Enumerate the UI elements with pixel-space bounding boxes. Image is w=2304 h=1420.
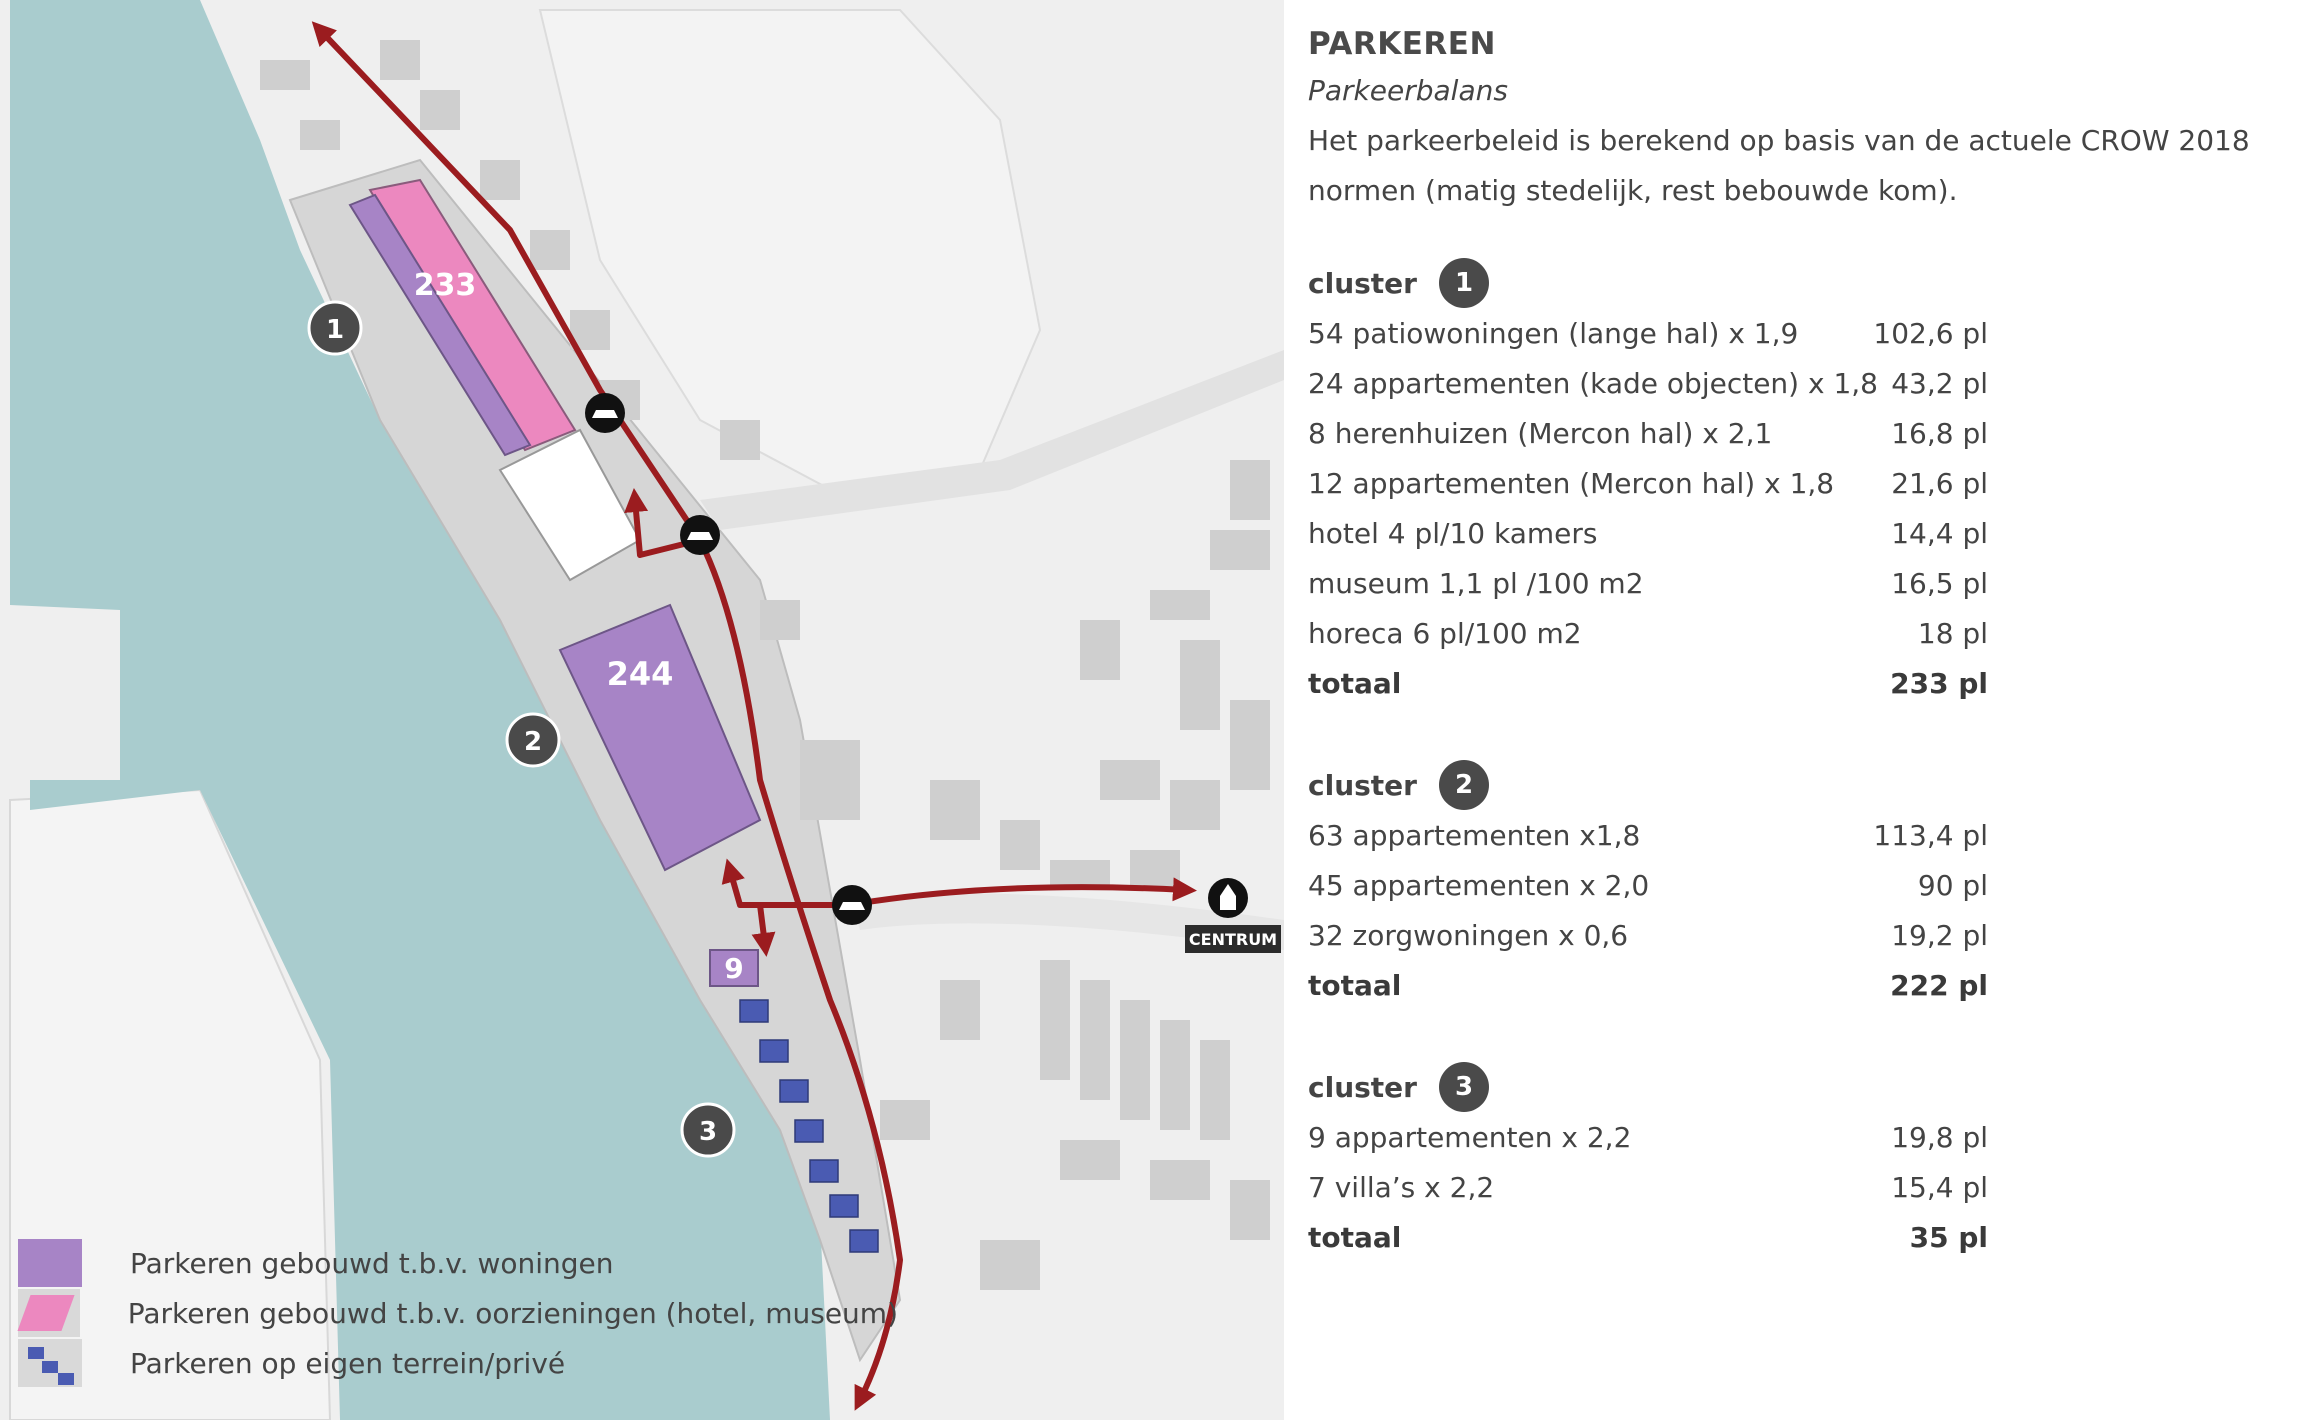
road-east [850, 893, 1284, 950]
legend-item-housing: Parkeren gebouwd t.b.v. woningen [18, 1238, 898, 1288]
row-value: 90 pl [1917, 868, 1988, 902]
row-description: 9 appartementen x 2,2 [1308, 1120, 1632, 1154]
centrum-label-box [1185, 925, 1281, 953]
row-value: 21,6 pl [1891, 466, 1988, 500]
legend-label: Parkeren gebouwd t.b.v. woningen [130, 1246, 614, 1280]
private-parking-blocks [739, 999, 879, 1253]
centrum-label: CENTRUM [1189, 930, 1277, 949]
cluster-heading: cluster 2 [1308, 760, 2268, 810]
parking-row: 8 herenhuizen (Mercon hal) x 2,1 16,8 pl [1308, 408, 2268, 458]
row-description: horeca 6 pl/100 m2 [1308, 616, 1582, 650]
legend-label: Parkeren op eigen terrein/privé [130, 1346, 566, 1380]
intro-text: Het parkeerbeleid is berekend op basis v… [1308, 124, 2250, 207]
row-description: 54 patiowoningen (lange hal) x 1,9 [1308, 316, 1799, 350]
city-blocks [260, 40, 1270, 1290]
cluster-section-2: cluster 2 63 appartementen x1,8 113,4 pl 45 … [1308, 760, 2268, 1010]
cluster-label: cluster [1308, 768, 1417, 802]
parking-panel: PARKEREN Parkeerbalans Het parkeerbeleid… [1308, 22, 2268, 1262]
total-label: totaal [1308, 968, 1402, 1002]
legend-label: Parkeren gebouwd t.b.v. oorzieningen (ho… [127, 1296, 898, 1330]
total-value: 222 pl [1890, 968, 1988, 1002]
cluster-number-badge: 1 [1438, 258, 1489, 308]
parking-row: 12 appartementen (Mercon hal) x 1,8 21,6 … [1308, 458, 2268, 508]
row-description: 8 herenhuizen (Mercon hal) x 2,1 [1308, 416, 1773, 450]
parking-row: museum 1,1 pl /100 m2 16,5 pl [1308, 558, 2268, 608]
row-value: 16,8 pl [1891, 416, 1988, 450]
total-label: totaal [1308, 666, 1402, 700]
total-row: totaal 233 pl [1308, 658, 2268, 708]
page-subtitle: Parkeerbalans [1308, 74, 1508, 107]
parking-row: 63 appartementen x1,8 113,4 pl [1308, 810, 2268, 860]
car-icon [680, 515, 720, 555]
water [10, 0, 830, 1420]
site-map: 233 244 9 CENTRUM 1 [0, 0, 1284, 1420]
row-description: museum 1,1 pl /100 m2 [1308, 566, 1644, 600]
svg-text:2: 2 [524, 727, 542, 757]
creek [700, 350, 1284, 530]
garage-3 [709, 949, 759, 987]
parking-row: 7 villa’s x 2,2 15,4 pl [1308, 1162, 2268, 1212]
parking-row: 45 appartementen x 2,0 90 pl [1308, 860, 2268, 910]
total-row: totaal 222 pl [1308, 960, 2268, 1010]
row-description: 63 appartementen x1,8 [1308, 818, 1641, 852]
svg-text:1: 1 [326, 315, 344, 345]
cluster-number-badge: 2 [1438, 760, 1489, 810]
cluster-badge-2: 2 [505, 712, 561, 768]
pink-swatch-icon [17, 1289, 80, 1337]
parking-row: 24 appartementen (kade objecten) x 1,8 43… [1308, 358, 2268, 408]
blue-swatch-icon [18, 1339, 82, 1387]
row-value: 14,4 pl [1891, 516, 1988, 550]
garage-2-label: 244 [607, 655, 674, 693]
total-label: totaal [1308, 1220, 1402, 1254]
row-value: 113,4 pl [1873, 818, 1988, 852]
svg-text:3: 3 [699, 1117, 717, 1147]
total-row: totaal 35 pl [1308, 1212, 2268, 1262]
total-value: 35 pl [1909, 1220, 1988, 1254]
car-icon [832, 885, 872, 925]
row-value: 16,5 pl [1891, 566, 1988, 600]
garage-2 [558, 603, 762, 872]
purple-swatch-icon [18, 1239, 82, 1287]
row-description: 32 zorgwoningen x 0,6 [1308, 918, 1629, 952]
cluster-badge-1: 1 [307, 300, 363, 356]
total-value: 233 pl [1890, 666, 1988, 700]
cluster-section-3: cluster 3 9 appartementen x 2,2 19,8 pl 7 vi… [1308, 1062, 2268, 1262]
cluster-label: cluster [1308, 266, 1417, 300]
parking-row: hotel 4 pl/10 kamers 14,4 pl [1308, 508, 2268, 558]
legend-item-facilities: Parkeren gebouwd t.b.v. oorzieningen (ho… [17, 1288, 898, 1338]
parking-row: horeca 6 pl/100 m2 18 pl [1308, 608, 2268, 658]
row-value: 43,2 pl [1891, 366, 1988, 400]
row-description: hotel 4 pl/10 kamers [1308, 516, 1598, 550]
garage-3-label: 9 [724, 952, 743, 985]
cluster-heading: cluster 3 [1308, 1062, 2268, 1112]
row-value: 102,6 pl [1873, 316, 1988, 350]
row-value: 19,2 pl [1891, 918, 1988, 952]
cluster-label: cluster [1308, 1070, 1417, 1104]
row-value: 18 pl [1917, 616, 1988, 650]
page-title: PARKEREN [1308, 26, 1496, 62]
garage-1-label: 233 [414, 268, 477, 303]
cluster-badge-3: 3 [680, 1102, 736, 1158]
row-value: 15,4 pl [1891, 1170, 1988, 1204]
row-value: 19,8 pl [1891, 1120, 1988, 1154]
parking-row: 9 appartementen x 2,2 19,8 pl [1308, 1112, 2268, 1162]
cluster-number-badge: 3 [1438, 1062, 1489, 1112]
row-description: 45 appartementen x 2,0 [1308, 868, 1650, 902]
row-description: 7 villa’s x 2,2 [1308, 1170, 1495, 1204]
church-icon [1208, 878, 1248, 918]
map-legend: Parkeren gebouwd t.b.v. woningen Parkere… [17, 1238, 898, 1388]
route-arrows [311, 21, 1197, 1411]
garage-1-purple [348, 193, 532, 457]
row-description: 12 appartementen (Mercon hal) x 1,8 [1308, 466, 1835, 500]
row-description: 24 appartementen (kade objecten) x 1,8 [1308, 366, 1878, 400]
parking-row: 54 patiowoningen (lange hal) x 1,9 102,6 … [1308, 308, 2268, 358]
car-icon [585, 393, 625, 433]
parking-row: 32 zorgwoningen x 0,6 19,2 pl [1308, 910, 2268, 960]
legend-item-private: Parkeren op eigen terrein/privé [18, 1338, 898, 1388]
cluster-heading: cluster 1 [1308, 258, 2268, 308]
